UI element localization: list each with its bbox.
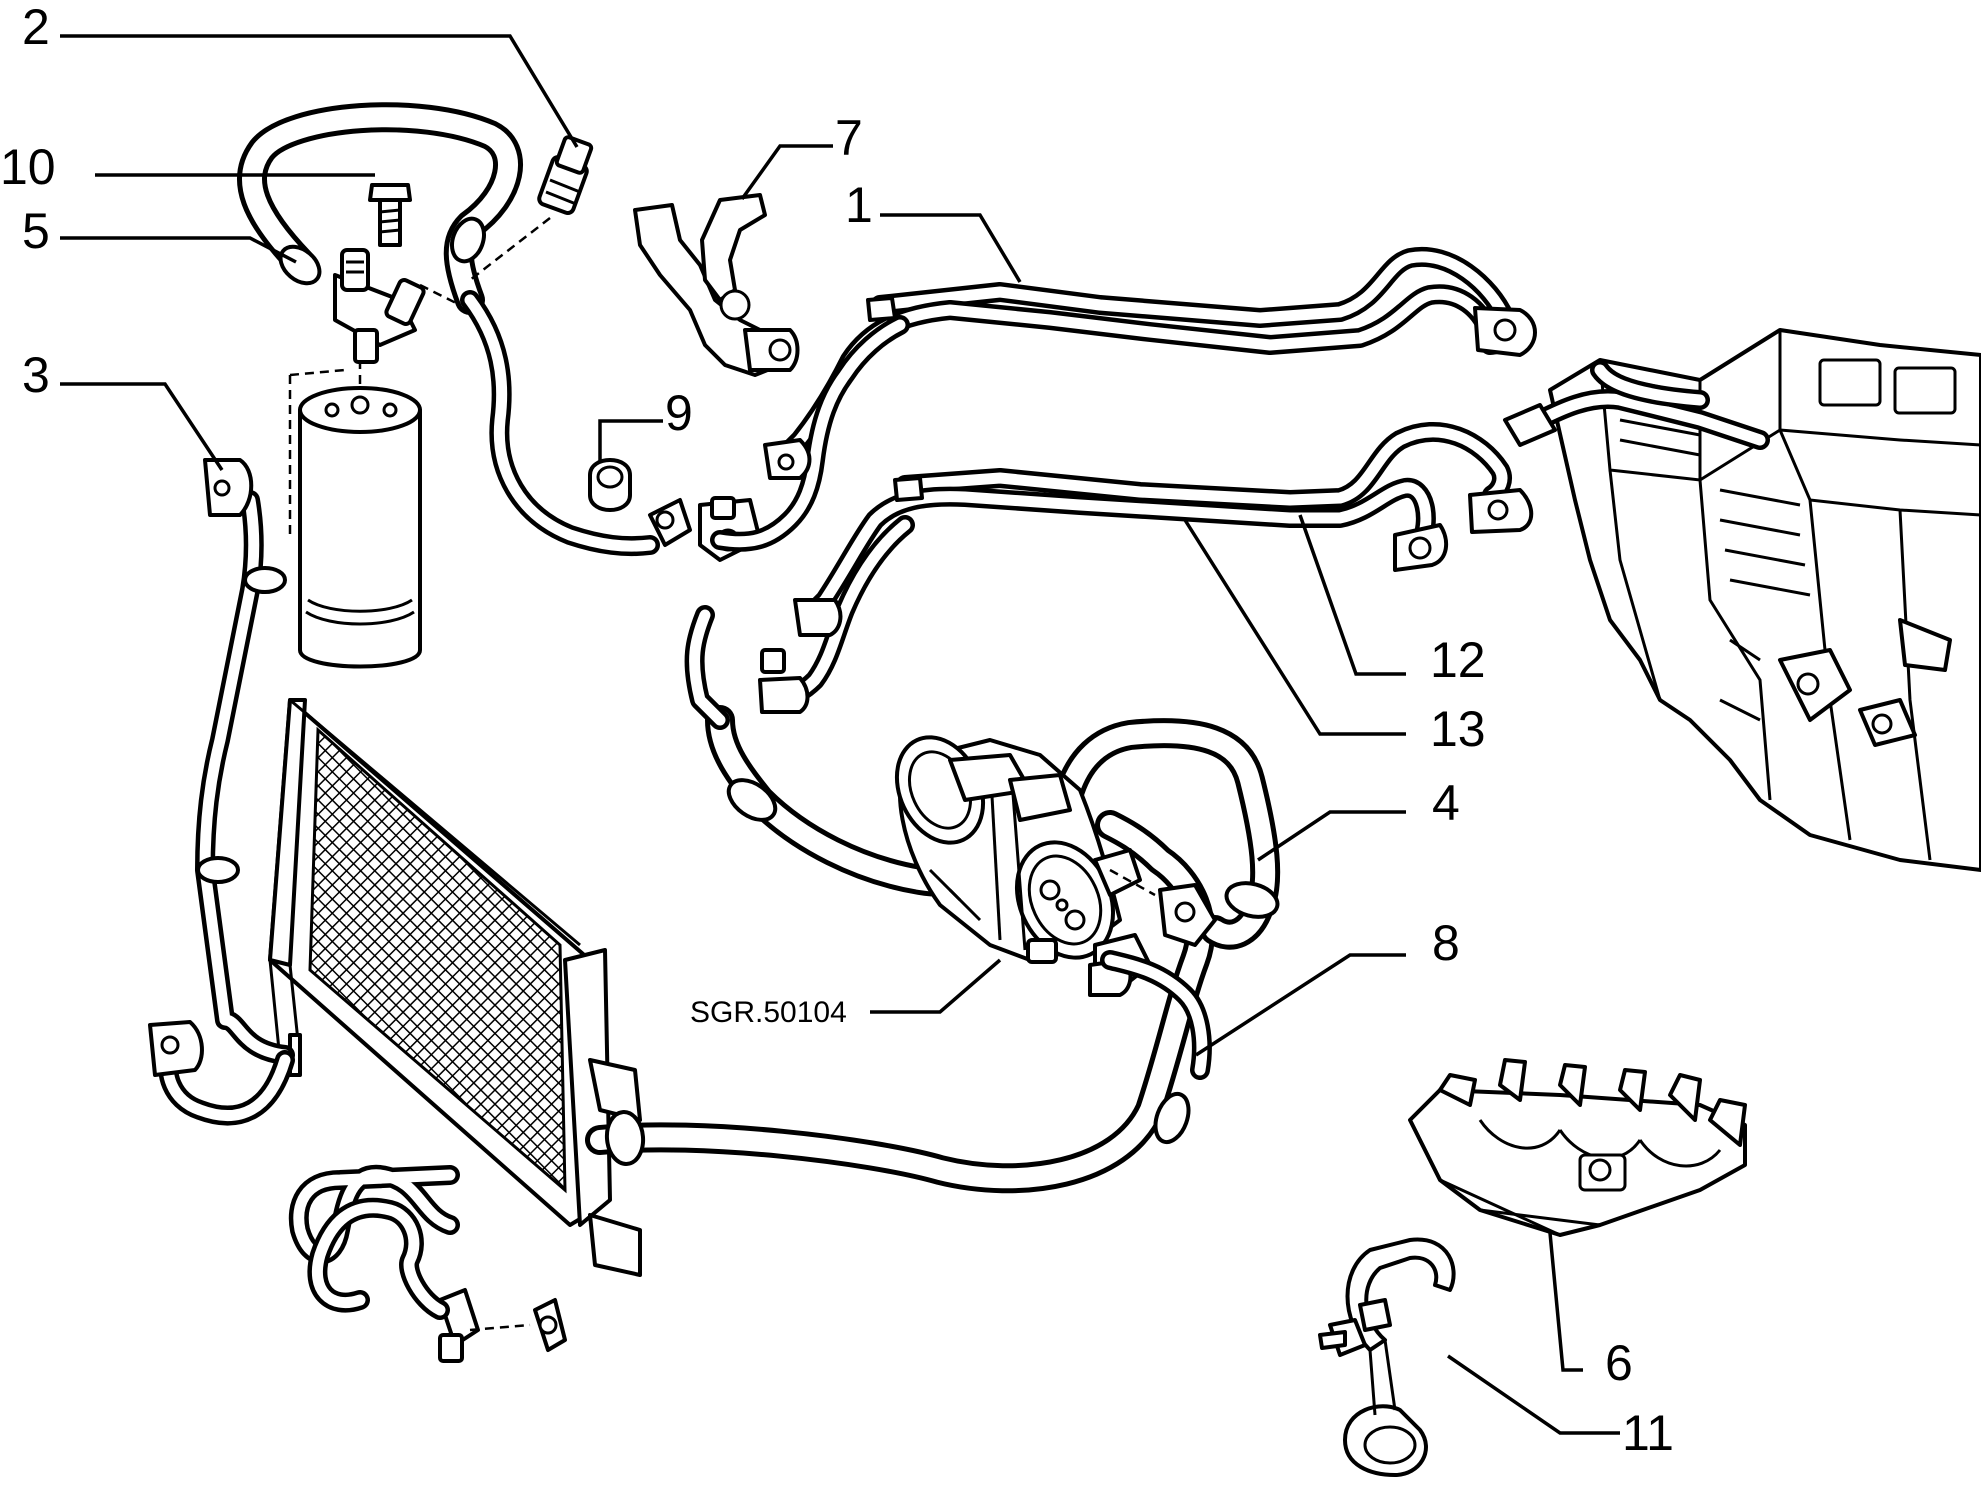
- callout-11: 11: [1622, 1405, 1674, 1461]
- receiver-drier-outlet-pipe: [460, 290, 660, 557]
- condenser-side-pipe: [158, 490, 295, 1126]
- callout-12: 12: [1430, 632, 1486, 688]
- callout-3: 3: [22, 347, 50, 403]
- hose-ferrule: [278, 216, 486, 286]
- callout-4: 4: [1432, 775, 1460, 831]
- leader-lines: [60, 34, 1620, 1435]
- pressure-switch-2: [537, 135, 594, 215]
- condenser: [268, 698, 642, 1277]
- callout-10: 10: [0, 139, 56, 195]
- callout-7: 7: [835, 110, 863, 166]
- compressor: [894, 735, 1142, 964]
- pipe-end-fitting: [148, 458, 567, 1363]
- receiver-drier-canister: [298, 386, 422, 669]
- compressor-dashed-line: [1109, 868, 1156, 897]
- callout-9: 9: [665, 385, 693, 441]
- nut-9: [588, 458, 632, 512]
- flange-block: [648, 498, 692, 547]
- condenser-dashed-line: [469, 1323, 531, 1332]
- refrigerant-pipe-12: [895, 422, 1512, 510]
- callout-2: 2: [22, 0, 50, 55]
- callout-13: 13: [1430, 701, 1486, 757]
- condenser-outlet-pipe: [307, 1197, 450, 1320]
- callout-1: 1: [845, 177, 873, 233]
- reference-code: SGR.50104: [690, 996, 847, 1029]
- hvac-evaporator-unit: [1503, 328, 1981, 872]
- callout-8: 8: [1432, 915, 1460, 971]
- hose-bracket-6: [1408, 1058, 1747, 1237]
- pipe-end-fitting: [763, 296, 1537, 480]
- callout-5: 5: [22, 203, 50, 259]
- hose-clamp-11: [1318, 1237, 1456, 1477]
- callout-6: 6: [1605, 1335, 1633, 1391]
- drier-mount-dashed-line: [289, 368, 346, 377]
- drier-union-fitting: [333, 248, 426, 364]
- switch-dashed-line: [469, 217, 551, 281]
- fitting-dashed-line: [419, 283, 461, 307]
- pipe-bracket-7: [633, 193, 800, 377]
- compressor-discharge-line-8: [1100, 950, 1212, 1080]
- condenser-inlet-hose: [585, 810, 1216, 1194]
- compressor-suction-hose-4: [1055, 718, 1281, 950]
- bolt-10: [368, 183, 412, 247]
- refrigerant-pipe-1: [710, 246, 1517, 552]
- pipe-end-fitting: [758, 476, 1534, 714]
